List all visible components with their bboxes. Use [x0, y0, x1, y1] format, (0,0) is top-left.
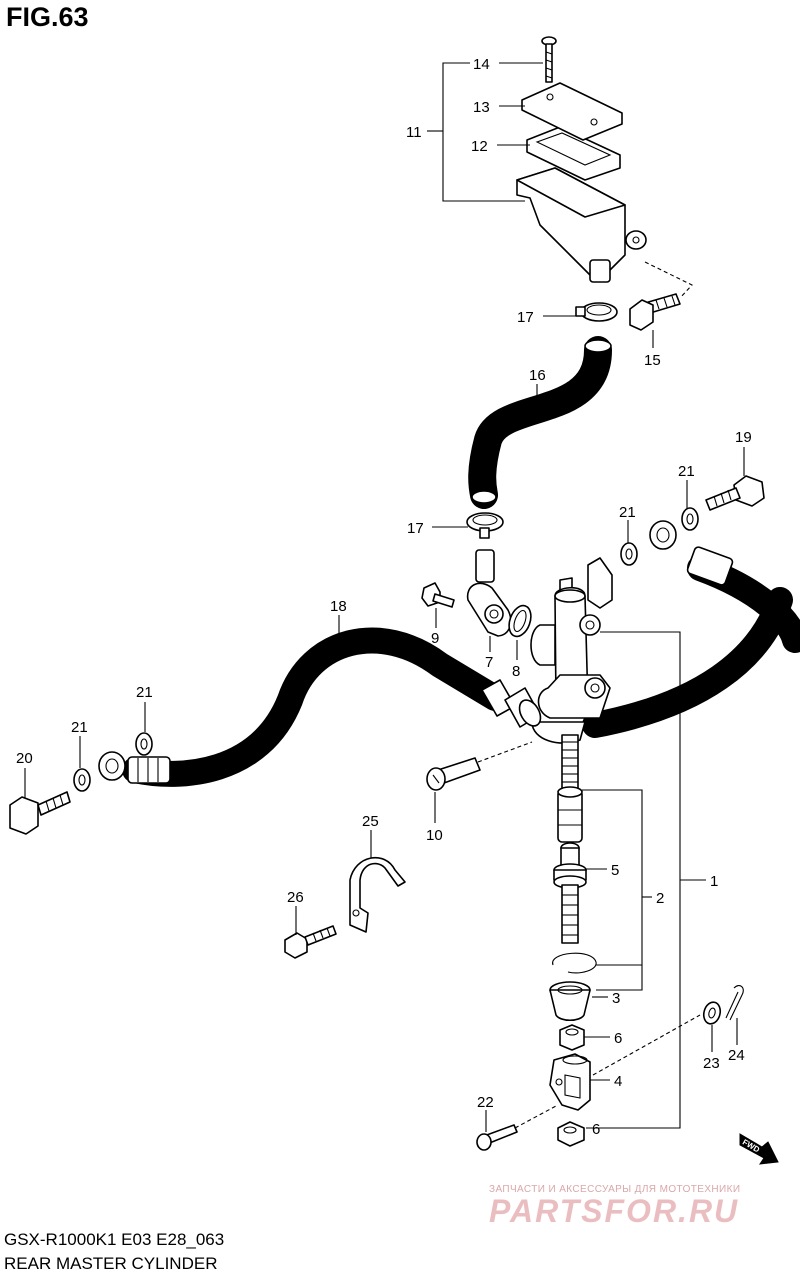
hose-union-eye-right[interactable] — [649, 520, 677, 550]
callout-13: 13 — [473, 99, 490, 116]
callout-4: 4 — [614, 1073, 622, 1090]
callout-23: 23 — [703, 1055, 720, 1072]
callout-6-lower: 6 — [592, 1121, 600, 1138]
callout-9: 9 — [431, 630, 439, 647]
sealing-washer-21-d[interactable] — [620, 542, 638, 566]
sealing-washer-21-a[interactable] — [73, 768, 91, 792]
callout-10: 10 — [426, 827, 443, 844]
reservoir-hose-18[interactable] — [122, 546, 800, 787]
callout-21-right-upper: 21 — [678, 463, 695, 480]
callout-22: 22 — [477, 1094, 494, 1111]
forward-arrow: FWD — [739, 1133, 779, 1165]
circlip[interactable] — [552, 952, 597, 974]
callout-17-lower: 17 — [407, 520, 424, 537]
assembly-name: REAR MASTER CYLINDER — [4, 1254, 218, 1273]
pin-alignment-line — [592, 1014, 701, 1076]
callout-16: 16 — [529, 367, 546, 384]
hose-connector-7[interactable] — [466, 549, 512, 637]
model-code: GSX-R1000K1 E03 E28_063 — [4, 1230, 225, 1249]
callout-17-upper: 17 — [517, 309, 534, 326]
callout-11: 11 — [406, 124, 422, 141]
callout-3: 3 — [612, 990, 620, 1007]
callout-21-right-lower: 21 — [619, 504, 636, 521]
callout-8: 8 — [512, 663, 520, 680]
callout-26: 26 — [287, 889, 304, 906]
sealing-washer-21-c[interactable] — [681, 507, 699, 531]
bracket-bolt-26[interactable] — [284, 925, 337, 959]
hose-bracket-25[interactable] — [349, 856, 406, 933]
callout-14: 14 — [473, 56, 490, 73]
callout-labels: 14 13 11 12 17 15 16 19 21 21 17 18 9 7 … — [16, 56, 752, 1138]
master-cylinder-body-1[interactable] — [530, 557, 613, 744]
banjo-bolt-10[interactable] — [426, 741, 533, 791]
figure-title: FIG.63 — [6, 2, 89, 32]
bolt-alignment-line — [644, 261, 693, 299]
reservoir-tank-11[interactable] — [516, 167, 647, 283]
callout-25: 25 — [362, 813, 379, 830]
reservoir-hose-16[interactable] — [468, 336, 612, 509]
hose-18-cylinder-end — [481, 679, 542, 728]
callout-7: 7 — [485, 654, 493, 671]
reservoir-cap-13[interactable] — [521, 82, 623, 141]
union-bolt-19[interactable] — [705, 475, 765, 511]
cotter-pin-24[interactable] — [725, 985, 744, 1021]
leader-lines — [24, 62, 745, 1132]
callout-24: 24 — [728, 1047, 745, 1064]
watermark-logo: PARTSFOR.RU — [489, 1193, 739, 1229]
sealing-washer-21-b[interactable] — [135, 732, 153, 756]
cap-screw-14[interactable] — [541, 36, 557, 83]
callout-6-upper: 6 — [614, 1030, 622, 1047]
callout-15: 15 — [644, 352, 661, 369]
connector-screw-9[interactable] — [421, 582, 455, 608]
callout-19: 19 — [735, 429, 752, 446]
callout-21-left-lower: 21 — [71, 719, 88, 736]
hose-union-eye-left[interactable] — [98, 751, 126, 781]
lock-nut-6-lower[interactable] — [557, 1121, 585, 1147]
callout-21-left-upper: 21 — [136, 684, 153, 701]
callout-18: 18 — [330, 598, 347, 615]
callout-1: 1 — [710, 873, 718, 890]
lock-nut-6-upper[interactable] — [559, 1024, 585, 1051]
clevis-4[interactable] — [549, 1053, 591, 1111]
push-rod-5[interactable] — [553, 842, 587, 944]
clevis-pin-22[interactable] — [476, 1105, 557, 1151]
piston-2[interactable] — [557, 786, 583, 843]
callout-12: 12 — [471, 138, 488, 155]
union-bolt-20[interactable] — [9, 791, 71, 835]
hose-clamp-17-lower[interactable] — [466, 512, 504, 539]
washer-23[interactable] — [701, 1000, 722, 1025]
callout-5: 5 — [611, 862, 619, 879]
watermark-logo-text: PARTSFOR.RU — [489, 1193, 739, 1229]
watermark-caption: ЗАПЧАСТИ И АКСЕССУАРЫ ДЛЯ МОТОТЕХНИКИ — [489, 1184, 741, 1195]
dust-boot-3[interactable] — [549, 981, 591, 1022]
o-ring-8[interactable] — [505, 603, 535, 640]
callout-20: 20 — [16, 750, 33, 767]
callout-2: 2 — [656, 890, 664, 907]
reservoir-bolt-15[interactable] — [629, 293, 681, 331]
hose-clamp-17-upper[interactable] — [575, 302, 618, 322]
piston-spring[interactable] — [561, 734, 579, 793]
